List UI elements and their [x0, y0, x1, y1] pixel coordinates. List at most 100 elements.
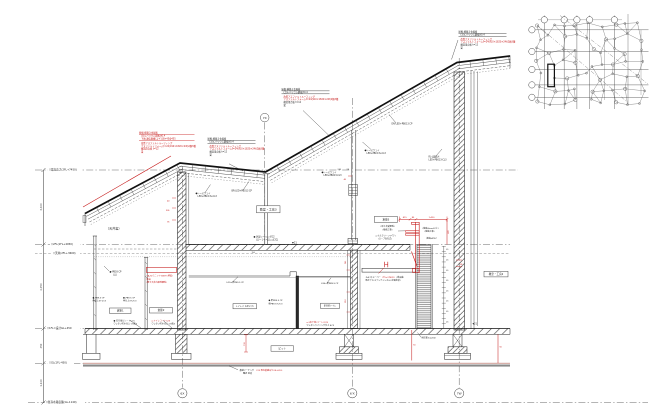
- annotation-text: 改質アスファルトルーフィング: [141, 141, 173, 145]
- drawing-line: [627, 103, 640, 105]
- drawing-line: [564, 99, 576, 105]
- drawing-line: [96, 207, 100, 214]
- drawing-line: [627, 22, 638, 34]
- annotation-text: アスファルトフォームt=24(910×1820×24t)2類3種: [284, 97, 339, 101]
- drawing-line: [103, 265, 110, 272]
- drawing-line: [344, 126, 348, 133]
- drawing-line: [591, 64, 603, 67]
- leader-mezz1b: (新品番): [397, 275, 405, 279]
- dim-text-upper: 3,400: [39, 203, 43, 211]
- drawing-rect: [48, 360, 74, 365]
- drawing-rect: [45, 400, 85, 404]
- drawing-line: [626, 75, 638, 77]
- drawing-line: [548, 52, 555, 66]
- leader-found2: 確認 別途: [243, 371, 252, 375]
- drawing-line: [366, 113, 371, 120]
- room-label-k3-box: [256, 205, 281, 214]
- drawing-line: [268, 67, 461, 178]
- leader-floor2-b: ウレタン防水仕上 CS強3: [152, 322, 176, 326]
- annotation-text: 屋根:横葺き金属板: [282, 87, 302, 91]
- drawing-line: [637, 61, 643, 77]
- drawing-line: [536, 25, 549, 36]
- drawing-line: [536, 52, 550, 61]
- drawing-line: [230, 168, 232, 175]
- drawing-line: [606, 38, 615, 40]
- drawing-line: [144, 275, 148, 279]
- leader-dn-led: DN-LED+PB013 CP: [392, 122, 413, 125]
- red-tv-box: [146, 267, 177, 273]
- drawing-line: [179, 165, 266, 176]
- drawing-line: [602, 24, 617, 28]
- drawing-line: [243, 169, 245, 177]
- dim-text-pit: 1,140: [39, 379, 43, 387]
- drawing-line: [178, 172, 265, 182]
- leader-floor2: a:トイレコートC23: [152, 319, 171, 322]
- drawing-line: [593, 48, 601, 53]
- drawing-line: [178, 175, 265, 185]
- drawing-line: [568, 88, 575, 91]
- leader-wc2: a:1本下地(コート)C23: [307, 320, 329, 324]
- walls: [92, 70, 478, 331]
- drawing-line: [540, 35, 548, 40]
- dim-p28: 28: [347, 169, 350, 171]
- room-label-k3: 教室・工房3: [260, 206, 277, 211]
- slab-2fl: [186, 244, 410, 251]
- drawing-line: [153, 176, 158, 183]
- drawing-line: [130, 189, 135, 195]
- drawing-line: [564, 90, 569, 105]
- drawing-line: [639, 90, 645, 104]
- leader-mezz2: 既存デキ(ステンチャンネル)(全面塗装): [366, 278, 401, 282]
- grid-bubble-label-6x: 6X: [180, 392, 184, 396]
- annotation-text: 構造用合板 t=12: [284, 100, 302, 104]
- leader-pb95-2: ●-PB9.5 CP: [123, 296, 136, 299]
- drawing-line: [548, 49, 564, 54]
- drawing-line: [563, 36, 566, 50]
- drawing-line: [625, 88, 645, 92]
- annotation-text: 屋根:横葺き金属板: [459, 29, 479, 33]
- drawing-line: [93, 257, 97, 261]
- red-dim-e85: 85: [460, 264, 462, 266]
- drawing-line: [458, 68, 512, 75]
- keyplan-bubble-top: [573, 16, 581, 24]
- level-label-1fl: ▽1FL=設計GL+450: [47, 326, 72, 330]
- leader-pb03-b: (ロ): [113, 274, 117, 277]
- drawing-line: [41, 361, 46, 366]
- drawing-line: [142, 182, 146, 189]
- leader-raceway-2: ●レースウェイ: [365, 148, 380, 152]
- drawing-line: [612, 88, 626, 91]
- drawing-line: [602, 26, 607, 40]
- drawing-line: [600, 90, 604, 103]
- leader-taiatsu: 耐圧盤(t=200): [422, 336, 437, 340]
- red-dim-w35: 35: [167, 222, 170, 224]
- drawing-line: [612, 53, 625, 65]
- drawing-line: [192, 164, 194, 171]
- drawing-line: [276, 165, 281, 172]
- red-roof-parallel-line: [82, 155, 172, 208]
- room-label-attic: （天井裏）: [106, 225, 121, 230]
- leader-at2z: 補強-AT2Z: [427, 236, 438, 240]
- leader-rl: RL-自動LH: [429, 154, 440, 158]
- drawing-line: [452, 334, 463, 347]
- drawing-line: [423, 81, 427, 88]
- leader-seal-b: (ローラーベロンガ2C): [256, 238, 278, 242]
- drawing-line: [547, 24, 555, 36]
- drawing-line: [321, 139, 326, 146]
- level-label-max: ▽最高高さ(2FL+7450): [49, 167, 77, 171]
- grid-bubble-7w: [454, 388, 465, 399]
- keyplan-bubble-left: [528, 48, 536, 55]
- drawing-line: [586, 22, 588, 39]
- marker-v21-2: ▼21: [473, 323, 478, 326]
- room-label-souko2-box: [149, 307, 173, 314]
- drawing-line: [204, 165, 207, 173]
- drawing-line: [119, 195, 123, 201]
- drawing-line: [129, 320, 142, 329]
- drawing-line: [537, 101, 550, 105]
- leader-br-led: BR-LED+PB013 CP: [232, 190, 253, 193]
- annotation-text: (ガルバリウム鋼板)t0.4: [284, 90, 309, 94]
- grid-lines: 7X 6X 6'X 7W: [177, 58, 465, 399]
- annotation-text: 構造用合板 t=12: [141, 147, 159, 151]
- keyplan-section-marker: [547, 63, 555, 88]
- drawing-line: [256, 171, 258, 178]
- drawing-line: [87, 168, 184, 220]
